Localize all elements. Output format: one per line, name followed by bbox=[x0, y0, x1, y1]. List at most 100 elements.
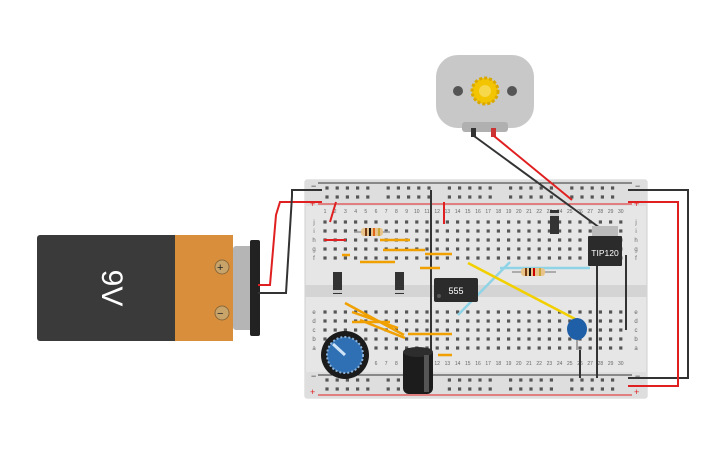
breadboard-hole[interactable] bbox=[466, 346, 470, 350]
breadboard-hole[interactable] bbox=[496, 229, 500, 233]
breadboard-hole[interactable] bbox=[476, 337, 480, 341]
breadboard-hole[interactable] bbox=[588, 310, 592, 314]
breadboard-hole[interactable] bbox=[335, 378, 339, 382]
breadboard-hole[interactable] bbox=[384, 310, 388, 314]
breadboard-hole[interactable] bbox=[447, 186, 451, 190]
breadboard-hole[interactable] bbox=[476, 247, 480, 251]
breadboard-hole[interactable] bbox=[547, 310, 551, 314]
orange-wire-8[interactable] bbox=[351, 310, 399, 330]
breadboard-hole[interactable] bbox=[384, 337, 388, 341]
breadboard-hole[interactable] bbox=[611, 378, 615, 382]
breadboard-hole[interactable] bbox=[333, 256, 337, 260]
breadboard-hole[interactable] bbox=[386, 186, 390, 190]
breadboard-hole[interactable] bbox=[374, 310, 378, 314]
breadboard-hole[interactable] bbox=[386, 195, 390, 199]
breadboard-hole[interactable] bbox=[343, 247, 347, 251]
breadboard-hole[interactable] bbox=[578, 229, 582, 233]
breadboard-hole[interactable] bbox=[598, 319, 602, 323]
breadboard-hole[interactable] bbox=[507, 220, 511, 224]
breadboard-hole[interactable] bbox=[333, 229, 337, 233]
resistor-right[interactable] bbox=[512, 268, 556, 276]
breadboard-hole[interactable] bbox=[549, 186, 553, 190]
breadboard-hole[interactable] bbox=[356, 195, 360, 199]
breadboard-hole[interactable] bbox=[456, 310, 460, 314]
breadboard-hole[interactable] bbox=[456, 328, 460, 332]
breadboard-hole[interactable] bbox=[427, 195, 431, 199]
breadboard-hole[interactable] bbox=[496, 319, 500, 323]
breadboard-hole[interactable] bbox=[415, 229, 419, 233]
breadboard-hole[interactable] bbox=[468, 195, 472, 199]
breadboard-hole[interactable] bbox=[578, 346, 582, 350]
breadboard-hole[interactable] bbox=[456, 319, 460, 323]
breadboard-hole[interactable] bbox=[466, 256, 470, 260]
breadboard-hole[interactable] bbox=[356, 387, 360, 391]
breadboard-hole[interactable] bbox=[456, 238, 460, 242]
breadboard-hole[interactable] bbox=[580, 387, 584, 391]
breadboard-hole[interactable] bbox=[343, 310, 347, 314]
breadboard-hole[interactable] bbox=[417, 186, 421, 190]
breadboard-hole[interactable] bbox=[345, 378, 349, 382]
breadboard-hole[interactable] bbox=[600, 195, 604, 199]
breadboard-hole[interactable] bbox=[394, 220, 398, 224]
breadboard-hole[interactable] bbox=[394, 319, 398, 323]
breadboard-hole[interactable] bbox=[425, 337, 429, 341]
breadboard-hole[interactable] bbox=[396, 186, 400, 190]
breadboard-hole[interactable] bbox=[466, 247, 470, 251]
breadboard-hole[interactable] bbox=[435, 328, 439, 332]
breadboard-hole[interactable] bbox=[547, 328, 551, 332]
diode-left[interactable] bbox=[333, 272, 342, 294]
breadboard-hole[interactable] bbox=[435, 256, 439, 260]
breadboard-hole[interactable] bbox=[588, 229, 592, 233]
breadboard-hole[interactable] bbox=[384, 256, 388, 260]
breadboard-hole[interactable] bbox=[549, 378, 553, 382]
breadboard-hole[interactable] bbox=[619, 220, 623, 224]
breadboard-hole[interactable] bbox=[558, 319, 562, 323]
breadboard-hole[interactable] bbox=[343, 229, 347, 233]
breadboard-hole[interactable] bbox=[354, 328, 358, 332]
breadboard-hole[interactable] bbox=[394, 310, 398, 314]
breadboard-hole[interactable] bbox=[415, 328, 419, 332]
breadboard-hole[interactable] bbox=[547, 238, 551, 242]
breadboard-hole[interactable] bbox=[527, 220, 531, 224]
breadboard-hole[interactable] bbox=[570, 378, 574, 382]
breadboard-hole[interactable] bbox=[335, 195, 339, 199]
breadboard-hole[interactable] bbox=[537, 220, 541, 224]
motor-black-wire[interactable] bbox=[473, 135, 601, 229]
breadboard-hole[interactable] bbox=[537, 346, 541, 350]
breadboard-hole[interactable] bbox=[364, 337, 368, 341]
breadboard-hole[interactable] bbox=[486, 319, 490, 323]
breadboard-hole[interactable] bbox=[619, 328, 623, 332]
breadboard-hole[interactable] bbox=[425, 220, 429, 224]
breadboard-hole[interactable] bbox=[405, 256, 409, 260]
breadboard-hole[interactable] bbox=[547, 229, 551, 233]
breadboard-hole[interactable] bbox=[488, 186, 492, 190]
breadboard-hole[interactable] bbox=[476, 220, 480, 224]
breadboard-hole[interactable] bbox=[468, 378, 472, 382]
breadboard-hole[interactable] bbox=[517, 256, 521, 260]
breadboard-hole[interactable] bbox=[529, 387, 533, 391]
breadboard-hole[interactable] bbox=[415, 256, 419, 260]
breadboard-hole[interactable] bbox=[588, 328, 592, 332]
breadboard-hole[interactable] bbox=[415, 220, 419, 224]
breadboard-hole[interactable] bbox=[425, 247, 429, 251]
breadboard-hole[interactable] bbox=[435, 319, 439, 323]
breadboard-hole[interactable] bbox=[366, 378, 370, 382]
breadboard-hole[interactable] bbox=[325, 195, 329, 199]
breadboard-hole[interactable] bbox=[364, 220, 368, 224]
breadboard-hole[interactable] bbox=[345, 186, 349, 190]
breadboard-hole[interactable] bbox=[529, 378, 533, 382]
breadboard-hole[interactable] bbox=[333, 247, 337, 251]
breadboard-hole[interactable] bbox=[456, 247, 460, 251]
breadboard-hole[interactable] bbox=[396, 378, 400, 382]
right-black-wire[interactable] bbox=[628, 189, 689, 379]
breadboard-hole[interactable] bbox=[580, 195, 584, 199]
breadboard-hole[interactable] bbox=[323, 337, 327, 341]
breadboard-hole[interactable] bbox=[486, 337, 490, 341]
breadboard-hole[interactable] bbox=[405, 328, 409, 332]
breadboard-hole[interactable] bbox=[488, 195, 492, 199]
breadboard-hole[interactable] bbox=[435, 238, 439, 242]
breadboard-hole[interactable] bbox=[609, 328, 613, 332]
breadboard-hole[interactable] bbox=[509, 195, 513, 199]
breadboard-hole[interactable] bbox=[374, 256, 378, 260]
breadboard-hole[interactable] bbox=[435, 247, 439, 251]
